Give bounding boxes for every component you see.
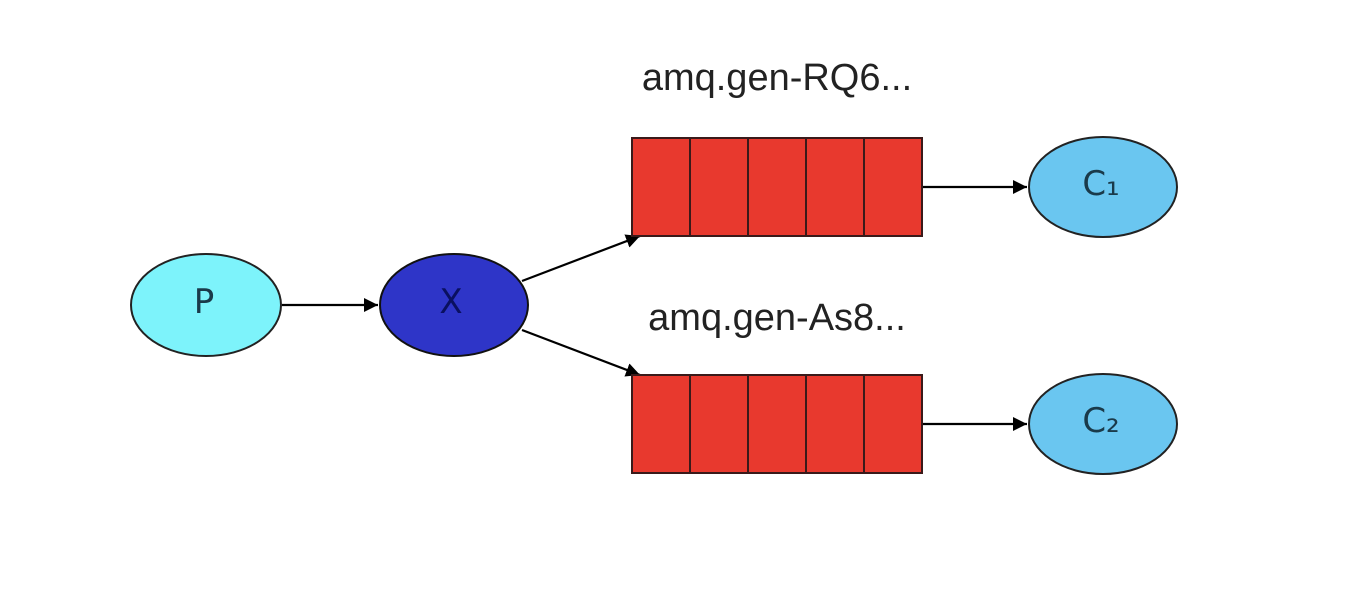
- queue-1-cell: [689, 137, 749, 237]
- edge-exchange-queue-2: [521, 328, 641, 377]
- queue-1-cells: [631, 137, 923, 237]
- edge-exchange-queue-1: [521, 234, 641, 283]
- queue-2-cell: [631, 374, 691, 474]
- queue-2-cell: [863, 374, 923, 474]
- queue-2-cells: [631, 374, 923, 474]
- queue-2: amq.gen-As8...: [631, 297, 923, 474]
- producer-label: P: [194, 282, 215, 322]
- exchange-label: X: [439, 282, 462, 322]
- queue-1-cell: [863, 137, 923, 237]
- queue-1-cell: [631, 137, 691, 237]
- exchange-node: X: [379, 253, 529, 357]
- producer-node: P: [130, 253, 282, 357]
- exchange-ellipse: [379, 253, 529, 357]
- queue-1: amq.gen-RQ6...: [631, 57, 923, 237]
- queue-2-label: amq.gen-As8...: [648, 297, 906, 339]
- queue-1-cell: [805, 137, 865, 237]
- consumer-1-ellipse: [1028, 136, 1178, 238]
- queue-1-label: amq.gen-RQ6...: [642, 57, 912, 99]
- consumer-1-node: C₁: [1028, 136, 1178, 238]
- consumer-1-label: C₁: [1082, 164, 1119, 204]
- queue-1-cell: [747, 137, 807, 237]
- queue-2-cell: [805, 374, 865, 474]
- consumer-2-node: C₂: [1028, 373, 1178, 475]
- consumer-2-ellipse: [1028, 373, 1178, 475]
- consumer-2-label: C₂: [1082, 401, 1119, 441]
- queue-2-cell: [747, 374, 807, 474]
- queue-2-cell: [689, 374, 749, 474]
- producer-ellipse: [130, 253, 282, 357]
